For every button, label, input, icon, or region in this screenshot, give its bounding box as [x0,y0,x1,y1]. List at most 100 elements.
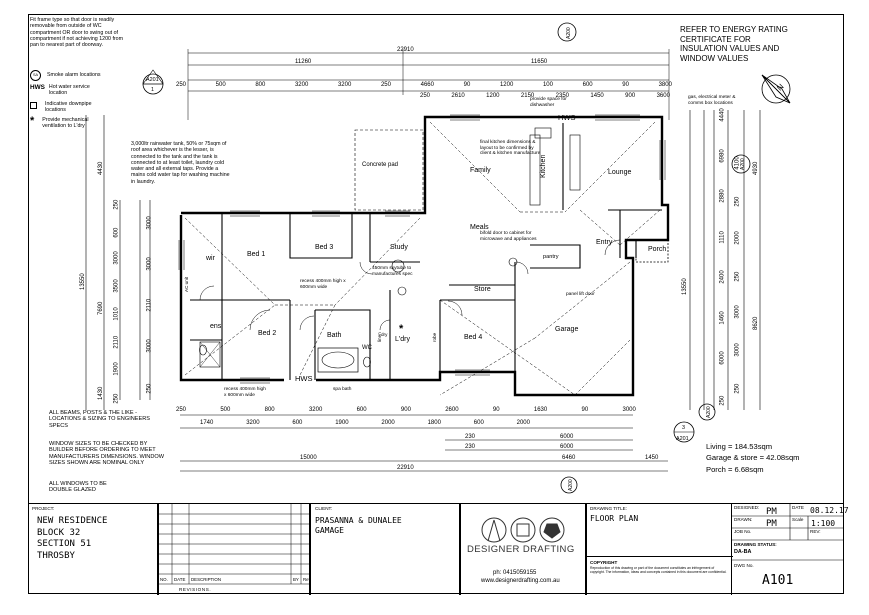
rainwater-note: 3,000ltr rainwater tank, 50% or 75sqm of… [131,141,230,185]
client-line: GAMAGE [315,526,344,535]
project-heading: PROJECT: [32,506,55,511]
dim-value: 800 [255,82,266,88]
section-ref-label: A200 [706,406,712,418]
dim-value: 1900 [113,362,120,376]
room-entry: Entry [596,239,613,246]
room-study: Study [390,244,408,251]
dim-value: 500 [220,407,231,413]
dim-value: 1900 [335,420,349,426]
dim-value: 3500 [113,279,120,293]
skytube-note: 450mm skytube to manufactures spec [372,266,413,277]
dim-value: 3000 [113,251,120,266]
section-ref-label: A201 [676,436,689,442]
dim-value: 600 [473,420,484,426]
dim-value: 1740 [200,420,214,426]
dim-value: 250 [734,383,741,394]
door-swings [199,239,621,331]
dim-left-1430: 1430 [98,386,104,400]
room-laundry: L'dry [395,336,410,343]
revision-column-header: BY [293,577,299,582]
dim-top-b: 11650 [531,59,548,65]
section-ref-label: A201 [146,77,159,83]
dim-value: 6000 [719,351,726,366]
smoke-alarm-icon [397,286,407,296]
dim-value: 1200 [499,82,514,88]
revision-column-header: DATE [174,577,186,582]
dim-value: 250 [176,82,187,88]
dim-value: 900 [400,407,411,413]
kitchen-final-note: final kitchen dimensions & layout to be … [480,140,541,157]
dim-value: 250 [380,82,391,88]
concrete-pad [354,129,424,211]
dim-bottom-6000a: 6000 [560,434,574,440]
dim-value: 3600 [656,93,670,99]
dim-value: 3800 [658,82,672,88]
dim-value: 600 [582,82,593,88]
dim-value: 3000 [146,257,153,271]
bifold-note: bifold door to cabinet for microwave and… [480,231,537,242]
legend-hws-label: Hot water service location [48,84,90,97]
dim-right-8620: 8620 [753,316,759,330]
project-line: SECTION 51 [37,539,92,549]
dim-value: 4100 [734,156,741,170]
dim-value: 90 [622,82,629,88]
section-marker-bottom: 3 A201 [673,421,695,443]
designed-value: PM [766,507,777,517]
project-line: THROSBY [37,550,75,561]
room-ens: ens [210,323,222,330]
dim-left-total: 13550 [80,273,86,290]
room-bed4: Bed 4 [464,334,483,341]
dim-top-total: 22910 [397,47,414,53]
area-garage: Garage & store = 42.08sqm [706,453,800,463]
dim-right-4930: 4930 [753,161,759,175]
dwg-number-value: A101 [762,573,794,588]
dim-top-a: 11260 [295,59,312,65]
dim-value: 90 [463,82,471,88]
section-marker-left-top: A201 1 [142,69,164,95]
dim-bottom-total: 22910 [397,465,414,471]
dim-left-7690: 7690 [98,301,104,315]
dim-value: 1010 [113,307,120,321]
rev-heading: REV: [810,529,821,534]
smoke-alarm-icon [508,257,518,267]
section-ref-label: A200 [566,27,572,39]
dim-value: 4440 [719,108,726,122]
north-arrow: N [761,74,791,104]
dim-value: 250 [146,383,153,394]
dim-value: 250 [113,199,120,210]
porch-slab [635,239,669,263]
drawn-value: PM [766,519,777,529]
drawn-heading: DRAWN: [734,517,753,522]
project-line: NEW RESIDENCE [37,516,108,526]
robe-label: robe [432,332,437,342]
area-porch: Porch = 6.68sqm [706,464,764,474]
section-marker-top-right: A200 [557,22,577,42]
dim-value: 3000 [734,305,741,319]
revision-column-header: NO. [160,577,168,582]
dim-value: 3200 [337,82,352,88]
room-bath: Bath [327,332,342,339]
designer-drafting-logo [481,517,565,543]
spa-bath [317,347,359,373]
window-sizes-note: WINDOW SIZES TO BE CHECKED BY BUILDER BE… [49,441,164,466]
dim-value: 100 [542,82,553,88]
date-heading: DATE [792,505,804,510]
room-pantry: pantry [543,254,559,260]
dim-right-total: 13550 [682,278,688,295]
room-family: Family [470,167,491,174]
date-value: 08.12.17 [810,506,849,515]
scale-heading: Scale [792,517,804,522]
drawing-sheet [28,14,844,594]
dim-value: 250 [420,93,431,99]
client-line: PRASANNA & DUNALEE [315,516,402,525]
dim-value: 1110 [719,230,726,244]
concrete-pad-label: Concrete pad [362,162,399,168]
recess-note-1: recess 400mm high x 600mm wide [300,279,346,290]
